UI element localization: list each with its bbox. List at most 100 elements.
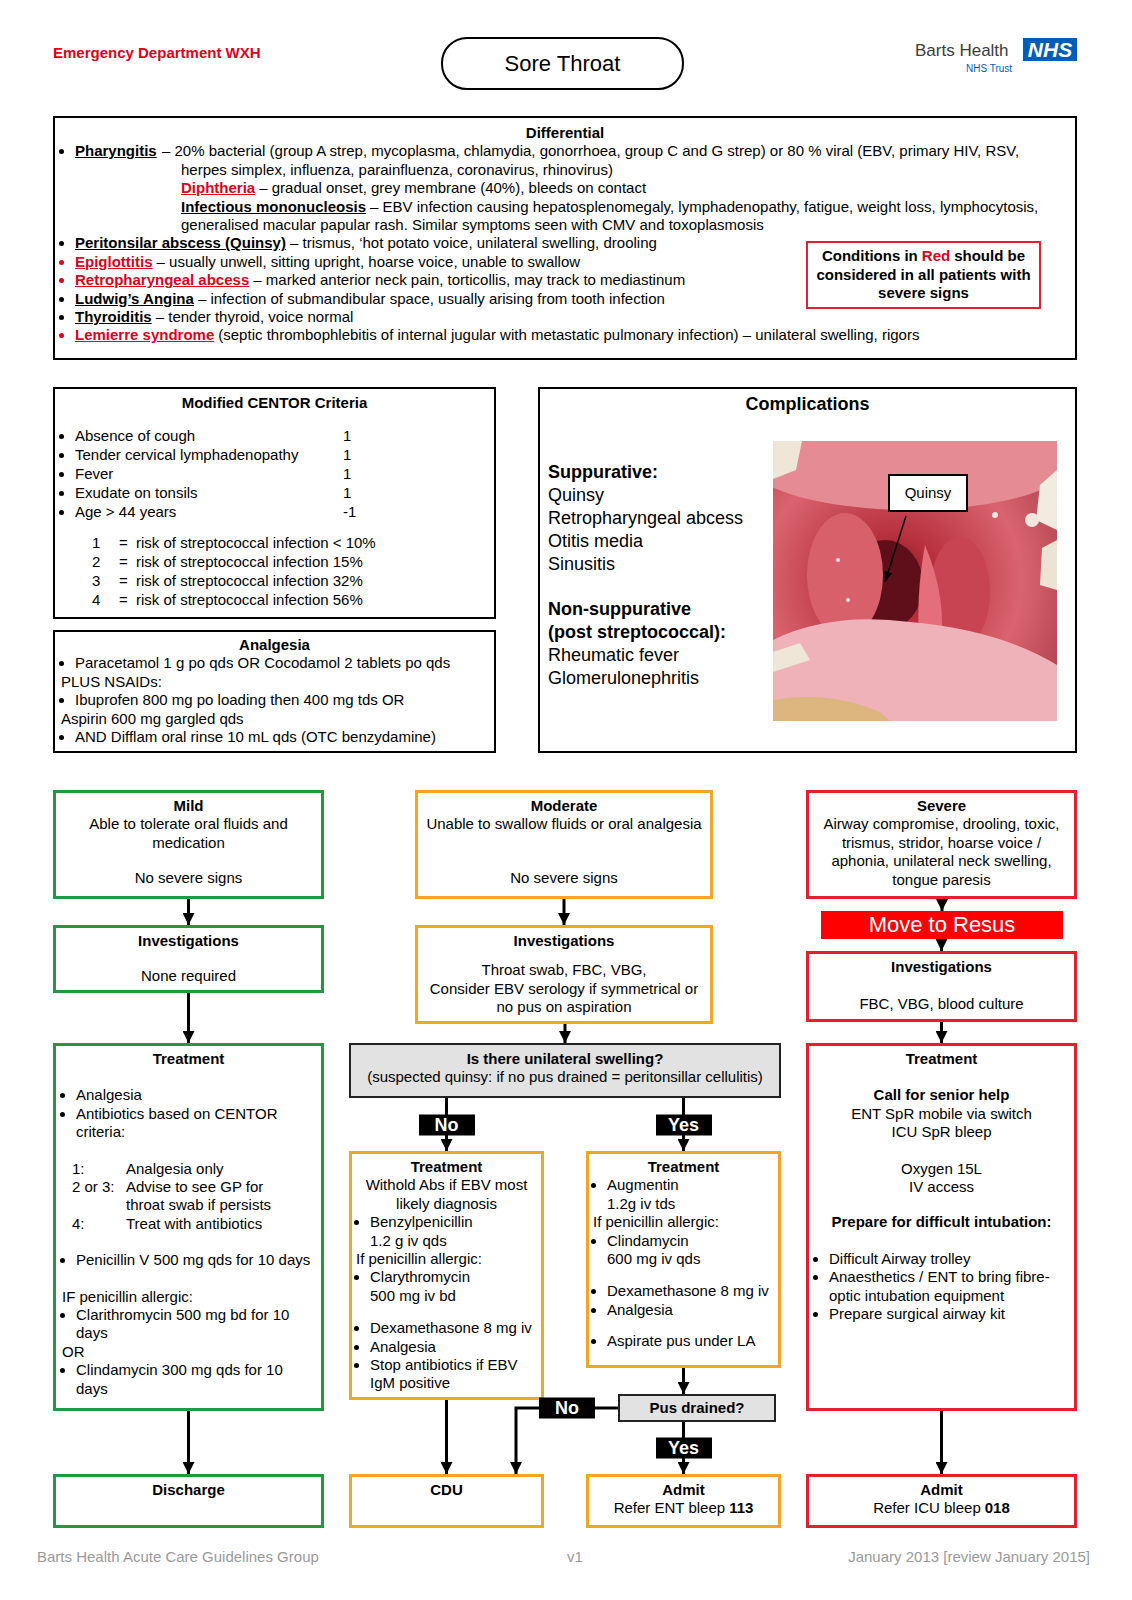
node-text: If penicillin allergic: xyxy=(593,1213,719,1230)
node-text: Clarithromycin 500 mg bd for 10 days xyxy=(76,1306,289,1341)
text-row: Infectious mononucleosis– EBV infection … xyxy=(181,198,1069,235)
text-row: Able to tolerate oral fluids and medicat… xyxy=(64,815,313,852)
bullet-item: Tender cervical lymphadenopathy1 xyxy=(75,445,488,464)
node-text: No severe signs xyxy=(135,869,243,886)
text-row: PLUS NSAIDs: xyxy=(61,673,488,691)
logo-badge: NHS xyxy=(1023,38,1077,61)
bullet-item: Clindamycin 300 mg qds for 10 days xyxy=(76,1361,315,1398)
bullet-item: Fever1 xyxy=(75,464,488,483)
node-text: 1 xyxy=(343,445,488,464)
node-text: Paracetamol 1 g po qds OR Cocodamol 2 ta… xyxy=(75,654,450,671)
node-text: 1 xyxy=(343,483,488,502)
text-row: Complications xyxy=(548,393,1067,416)
text-row: 600 mg iv qds xyxy=(607,1250,774,1268)
text-row: Glomerulonephritis xyxy=(548,667,1067,690)
text-row: IV access xyxy=(815,1178,1068,1196)
node-text: Diphtheria xyxy=(181,179,255,196)
node-text: Benzylpenicillin xyxy=(370,1213,473,1230)
warning-note: Conditions inRedshould be considered in … xyxy=(806,241,1041,309)
node-text: risk of streptococcal infection 32% xyxy=(136,571,488,590)
text-row: Treatment xyxy=(593,1158,774,1176)
text-row: No severe signs xyxy=(64,869,313,887)
node-text: Throat swab, FBC, VBG, xyxy=(481,961,646,978)
node-text: risk of streptococcal infection 15% xyxy=(136,552,488,571)
alert-band: Move to Resus xyxy=(821,911,1063,939)
bullet-item: Analgesia xyxy=(607,1301,774,1319)
bullet-item: Stop antibiotics if EBV IgM positive xyxy=(370,1356,537,1393)
node-text: – trismus, ‘hot potato voice, unilateral… xyxy=(290,234,657,251)
bullet-item: Benzylpenicillin xyxy=(370,1213,537,1231)
node-text: Treatment xyxy=(153,1050,225,1067)
node-text: – 20% bacterial (group A strep, mycoplas… xyxy=(162,142,1069,179)
node-text: Epiglottitis xyxy=(75,253,153,270)
logo-text: Barts Health xyxy=(915,41,1009,61)
node-text: risk of streptococcal infection < 10% xyxy=(136,533,488,552)
node-text: Retropharyngeal abcess xyxy=(75,271,249,288)
node-text: FBC, VBG, blood culture xyxy=(859,995,1023,1012)
node-text: Analgesia xyxy=(370,1338,436,1355)
node-text: = xyxy=(119,533,136,552)
node-text: Refer ICU bleep xyxy=(873,1499,981,1516)
node-text: Investigations xyxy=(891,958,992,975)
text-row: ENT SpR mobile via switch xyxy=(815,1105,1068,1123)
text-row: 2=risk of streptococcal infection 15% xyxy=(92,552,488,571)
process-box: TreatmentCall for senior helpENT SpR mob… xyxy=(806,1043,1077,1411)
node-text: 1 xyxy=(343,426,488,445)
text-row: Suppurative: xyxy=(548,461,1067,484)
node-text: AND Difflam oral rinse 10 mL qds (OTC be… xyxy=(75,728,436,745)
bullet-item: Difficult Airway trolley xyxy=(829,1250,1068,1268)
node-text: Discharge xyxy=(152,1481,225,1498)
text-row: Consider EBV serology if symmetrical or … xyxy=(426,980,702,1017)
process-box: InvestigationsFBC, VBG, blood culture xyxy=(806,951,1077,1022)
flow-arrow xyxy=(187,993,190,1043)
bullet-item: Augmentin xyxy=(607,1176,774,1194)
decision-box: Is there unilateral swelling?(suspected … xyxy=(349,1043,781,1098)
bullet-item: Dexamethasone 8 mg iv xyxy=(370,1319,537,1337)
flow-arrow xyxy=(940,939,943,951)
node-text: – gradual onset, grey membrane (40%), bl… xyxy=(259,179,646,196)
node-text: Analgesia only xyxy=(126,1160,291,1178)
text-row: Oxygen 15L xyxy=(815,1160,1068,1178)
node-text: Treatment xyxy=(906,1050,978,1067)
text-row: If penicillin allergic: xyxy=(593,1213,774,1231)
node-text: Red xyxy=(922,247,950,264)
node-text: Advise to see GP for throat swab if pers… xyxy=(126,1178,291,1215)
outcome-box: AdmitRefer ICU bleep018 xyxy=(806,1474,1077,1528)
flow-arrow xyxy=(682,1368,685,1394)
node-text: Airway compromise, drooling, toxic, tris… xyxy=(824,815,1060,887)
score-table: Modified CENTOR CriteriaAbsence of cough… xyxy=(53,387,496,619)
bullet-item: Analgesia xyxy=(76,1086,315,1104)
bullet-item: Paracetamol 1 g po qds OR Cocodamol 2 ta… xyxy=(75,654,488,672)
text-row: Discharge xyxy=(62,1481,315,1499)
process-box: TreatmentAnalgesiaAntibiotics based on C… xyxy=(53,1043,324,1411)
text-row: Non-suppurative (post streptococcal): xyxy=(548,598,1067,644)
node-text: = xyxy=(119,590,136,609)
bullet-item: Prepare surgical airway kit xyxy=(829,1305,1068,1323)
node-text: IV access xyxy=(909,1178,974,1195)
node-text: Dexamethasone 8 mg iv xyxy=(370,1319,532,1336)
node-text: Consider EBV serology if symmetrical or … xyxy=(430,980,698,1015)
text-row: Differential xyxy=(61,124,1069,142)
bullet-item: Age > 44 years-1 xyxy=(75,502,488,521)
flow-arrow xyxy=(445,1400,448,1474)
flow-arrow xyxy=(940,1411,943,1474)
flow-arrow xyxy=(563,899,566,925)
bullet-item: Anaesthetics / ENT to bring fibre-optic … xyxy=(829,1268,1068,1305)
text-row: Sinusitis xyxy=(548,553,1067,576)
text-row: Analgesia xyxy=(61,636,488,654)
node-text: Differential xyxy=(526,124,604,141)
node-text: Unable to swallow fluids or oral analges… xyxy=(426,815,701,832)
node-text: 018 xyxy=(985,1499,1010,1516)
node-text: Mild xyxy=(174,797,204,814)
edge-label: No xyxy=(419,1114,475,1135)
text-row: CDU xyxy=(358,1481,535,1499)
text-row: Withold Abs if EBV most likely diagnosis xyxy=(356,1176,537,1213)
node-text: Aspirin 600 mg gargled qds xyxy=(61,710,244,727)
node-text: 4: xyxy=(72,1215,126,1233)
node-text: Penicillin V 500 mg qds for 10 days xyxy=(76,1251,310,1268)
text-row: Quinsy xyxy=(548,484,1067,507)
throat-photo xyxy=(773,441,1057,721)
photo-callout: Quinsy xyxy=(888,474,968,512)
node-text: Moderate xyxy=(531,797,598,814)
node-text: (suspected quinsy: if no pus drained = p… xyxy=(367,1068,763,1085)
